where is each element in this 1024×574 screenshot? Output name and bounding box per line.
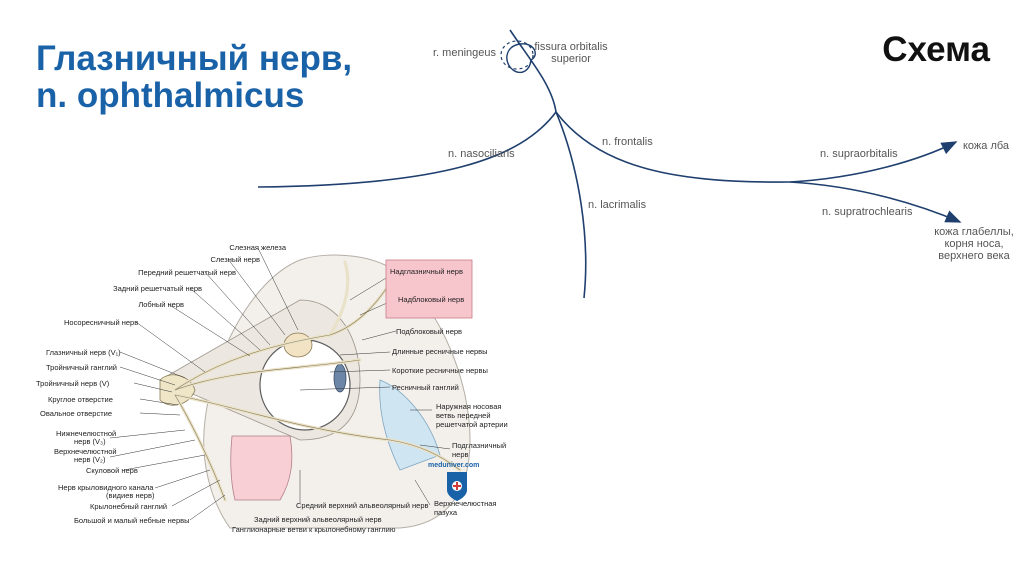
anat-label-podblok: Подблоковый нерв [396, 328, 462, 336]
iris [334, 364, 346, 392]
anat-label-glaz-nerv: Глазничный нерв (V₁) [46, 349, 121, 357]
anat-label-verhnechel-2: нерв (V₂) [74, 456, 105, 464]
anat-label-zad-alv: Задний верхний альвеолярный нерв [254, 516, 382, 524]
anat-label-nadglaz: Надглазничный нерв [390, 268, 463, 276]
anat-label-nar-nos-3: решетчатой артерии [436, 421, 508, 429]
anat-label-zad-resh: Задний решетчатый нерв [113, 285, 202, 293]
anat-label-podglaz-2: нерв [452, 451, 468, 459]
anat-label-krug-otv: Круглое отверстие [48, 396, 113, 404]
anat-label-troin-gangl: Тройничный ганглий [46, 364, 117, 372]
maxillary-sinus [231, 436, 292, 500]
anat-label-verhnechel-paz: Верхнечелюстная [434, 500, 496, 508]
anat-label-nebnye: Большой и малый небные нервы [74, 517, 190, 525]
anat-label-slez-nerv: Слезный нерв [210, 256, 260, 264]
watermark: meduniver.com [428, 462, 479, 469]
anat-label-nadblok: Надблоковый нерв [398, 296, 464, 304]
anat-label-nar-nos: Наружная носовая [436, 403, 501, 411]
anat-label-nizhnechel-2: нерв (V₃) [74, 438, 106, 446]
anat-label-skulovoi: Скуловой нерв [86, 467, 138, 475]
anat-label-krylov-kanal-2: (видиев нерв) [106, 492, 154, 500]
anat-label-per-resh: Передний решетчатый нерв [138, 269, 236, 277]
anat-label-oval-otv: Овальное отверстие [40, 410, 112, 418]
anat-label-korot-resn: Короткие ресничные нервы [392, 367, 488, 375]
anat-label-dlin-resn: Длинные ресничные нервы [392, 348, 488, 356]
anat-label-nosores: Носоресничный нерв [64, 319, 138, 327]
anat-label-podglaz: Подглазничный [452, 442, 506, 450]
lacrimal-gland [284, 333, 312, 357]
anat-label-sred-alv: Средний верхний альвеолярный нерв [296, 502, 429, 510]
anat-label-resn-gangl: Ресничный ганглий [392, 384, 459, 392]
anat-label-verhnechel-paz-2: пазуха [434, 509, 457, 517]
anat-label-krylonebnyi: Крылонебный ганглий [90, 503, 167, 511]
anat-label-gangl-vetvi: Ганглионарные ветви к крылонебному гангл… [232, 526, 395, 534]
anat-label-slez-zheleza: Слезная железа [229, 244, 286, 252]
anat-label-troin-nerv: Тройничный нерв (V) [36, 380, 109, 388]
anat-label-lob-nerv: Лобный нерв [138, 301, 184, 309]
anat-label-nar-nos-2: ветвь передней [436, 412, 491, 420]
